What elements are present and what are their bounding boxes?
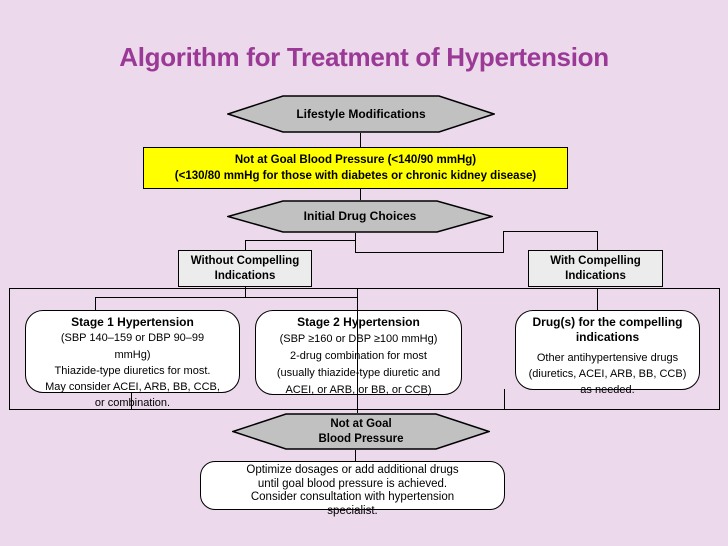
hexagon-label: Lifestyle Modifications [296, 106, 426, 121]
hexagon-label-line: Blood Pressure [318, 432, 404, 445]
connector-line [597, 231, 599, 250]
box-label-line: With Compelling [550, 254, 641, 267]
connector-line [503, 231, 598, 233]
box-with-compelling-indications: With Compelling Indications [528, 250, 663, 287]
connector-line [95, 297, 357, 299]
connector-line [245, 287, 247, 298]
page-title: Algorithm for Treatment of Hypertension [119, 42, 609, 72]
connector-line [360, 133, 362, 148]
stage2-line: (usually thiazide-type diuretic and [276, 367, 441, 379]
hexagon-shape [232, 413, 490, 450]
connector-line [355, 233, 357, 253]
hexagon-not-at-goal-blood-pressure: Not at Goal Blood Pressure [232, 413, 490, 450]
connector-line [355, 450, 357, 461]
hexagon-label: Not at Goal Blood Pressure [232, 413, 490, 450]
box-label-line: Without Compelling [190, 254, 300, 267]
stage1-overflow-line: or combination. [94, 397, 171, 409]
box-label-line: Indications [214, 269, 276, 282]
box-stage2-hypertension [255, 310, 462, 395]
connector-line [245, 240, 356, 242]
connector-line [245, 240, 247, 250]
box-optimize-dosages [200, 461, 505, 510]
connector-line [9, 409, 720, 411]
stage2-line: (SBP ≥160 or DBP ≥100 mmHg) [279, 333, 438, 345]
compelling-title-line: Drug(s) for the compelling [532, 315, 683, 329]
stage1-line: (SBP 140–159 or DBP 90–99 [60, 332, 205, 345]
connector-line [9, 288, 720, 290]
connector-line [95, 297, 97, 311]
box-compelling-drugs [515, 310, 700, 390]
box-stage1-hypertension [25, 310, 240, 393]
connector-line [504, 389, 506, 409]
box-compelling-text: Drug(s) for the compelling indications O… [515, 315, 700, 398]
stage1-line: Thiazide-type diuretics for most. [54, 364, 211, 377]
stage2-title: Stage 2 Hypertension [297, 315, 420, 329]
compelling-title-line: indications [575, 330, 640, 344]
connector-line [355, 252, 504, 254]
box-without-compelling-indications: Without Compelling Indications [178, 250, 312, 287]
stage1-line: mmHg) [114, 348, 151, 361]
not-at-goal-banner: Not at Goal Blood Pressure (<140/90 mmHg… [143, 147, 568, 189]
banner-line: (<130/80 mmHg for those with diabetes or… [174, 170, 537, 182]
hexagon-initial-drug-choices: Initial Drug Choices [227, 200, 493, 233]
connector-line [357, 288, 359, 413]
hexagon-shape [227, 95, 495, 133]
stage2-line: 2-drug combination for most [290, 350, 427, 362]
hexagon-label: Initial Drug Choices [303, 209, 417, 223]
connector-line [9, 288, 11, 409]
box-stage2-text: Stage 2 Hypertension (SBP ≥160 or DBP ≥1… [255, 314, 462, 399]
optimize-line: Consider consultation with hypertension [250, 491, 455, 504]
hexagon-shape [227, 200, 493, 233]
stage1-title: Stage 1 Hypertension [71, 315, 194, 329]
box-optimize-text: Optimize dosages or add additional drugs… [200, 464, 505, 518]
optimize-line: until goal blood pressure is achieved. [257, 477, 448, 490]
banner-line: Not at Goal Blood Pressure (<140/90 mmHg… [234, 154, 477, 166]
connector-line [719, 288, 721, 409]
stage1-line: May consider ACEI, ARB, BB, CCB, [45, 381, 220, 394]
connector-line [503, 231, 505, 253]
connector-line [360, 188, 362, 200]
compelling-line: as needed. [580, 384, 635, 396]
compelling-line: Other antihypertensive drugs [536, 352, 679, 364]
box-stage1-text: Stage 1 Hypertension (SBP 140–159 or DBP… [25, 314, 240, 395]
connector-line [597, 288, 599, 311]
stage2-line: ACEI, or ARB, or BB, or CCB) [285, 384, 432, 396]
hexagon-label-line: Not at Goal [330, 417, 392, 430]
hexagon-lifestyle-modifications: Lifestyle Modifications [227, 95, 495, 133]
optimize-line: Optimize dosages or add additional drugs [246, 464, 459, 476]
compelling-line: (diuretics, ACEI, ARB, BB, CCB) [528, 368, 687, 380]
box-label-line: Indications [565, 269, 626, 282]
optimize-line: specialist. [327, 504, 378, 517]
connector-line [131, 393, 133, 409]
